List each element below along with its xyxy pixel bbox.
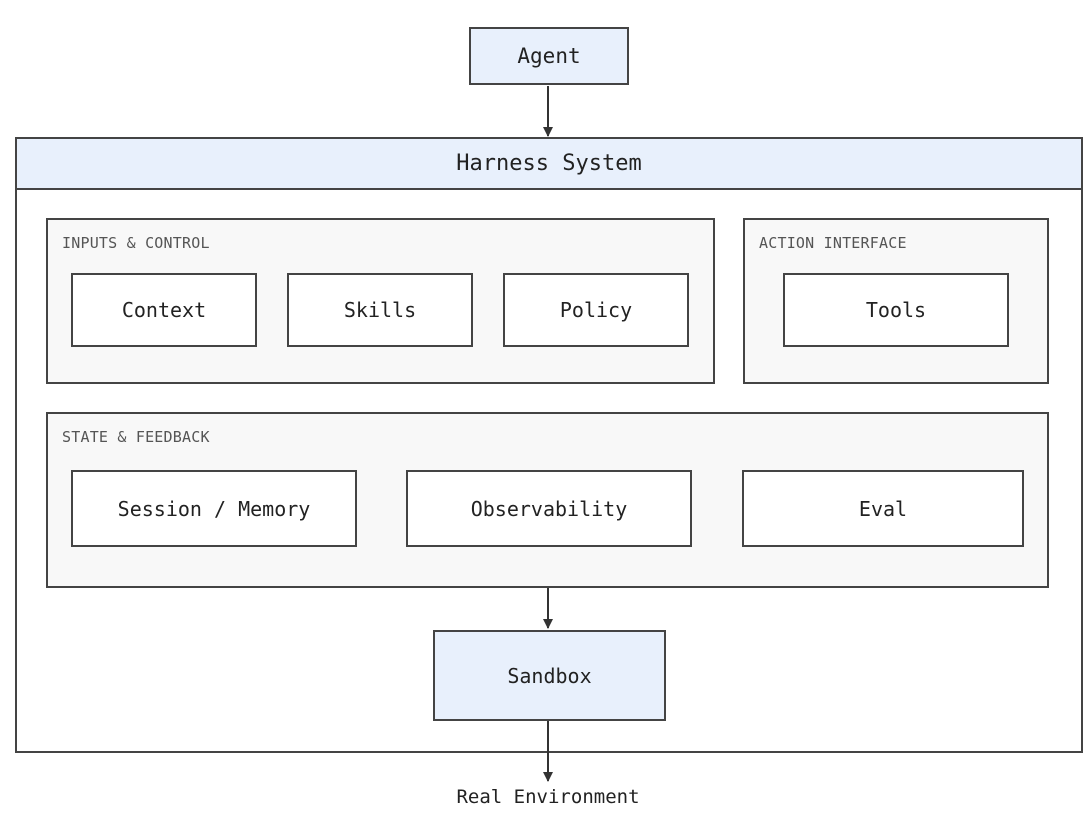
agent-label: Agent — [517, 44, 581, 68]
tools-label: Tools — [865, 298, 927, 322]
tools-node: Tools — [783, 273, 1009, 347]
skills-node: Skills — [287, 273, 473, 347]
session-memory-node: Session / Memory — [71, 470, 357, 547]
context-label: Context — [121, 298, 207, 322]
policy-label: Policy — [559, 298, 633, 322]
harness-system-container: Harness System INPUTS & CONTROL Context … — [15, 137, 1083, 753]
harness-system-header: Harness System — [17, 139, 1081, 190]
context-node: Context — [71, 273, 257, 347]
real-environment-label: Real Environment — [456, 786, 640, 808]
eval-label: Eval — [858, 496, 908, 521]
session-memory-label: Session / Memory — [117, 496, 311, 521]
inputs-control-group: INPUTS & CONTROL Context Skills Policy — [46, 218, 715, 384]
state-feedback-label: STATE & FEEDBACK — [62, 428, 210, 446]
skills-label: Skills — [343, 298, 417, 322]
action-interface-group: ACTION INTERFACE Tools — [743, 218, 1049, 384]
harness-system-title: Harness System — [456, 151, 642, 176]
state-feedback-group: STATE & FEEDBACK Session / Memory Observ… — [46, 412, 1049, 588]
policy-node: Policy — [503, 273, 689, 347]
eval-node: Eval — [742, 470, 1024, 547]
observability-node: Observability — [406, 470, 692, 547]
inputs-control-label: INPUTS & CONTROL — [62, 234, 210, 252]
agent-node: Agent — [469, 27, 629, 85]
sandbox-label: Sandbox — [507, 663, 592, 688]
action-interface-label: ACTION INTERFACE — [759, 234, 907, 252]
observability-label: Observability — [470, 496, 628, 521]
sandbox-node: Sandbox — [433, 630, 666, 721]
